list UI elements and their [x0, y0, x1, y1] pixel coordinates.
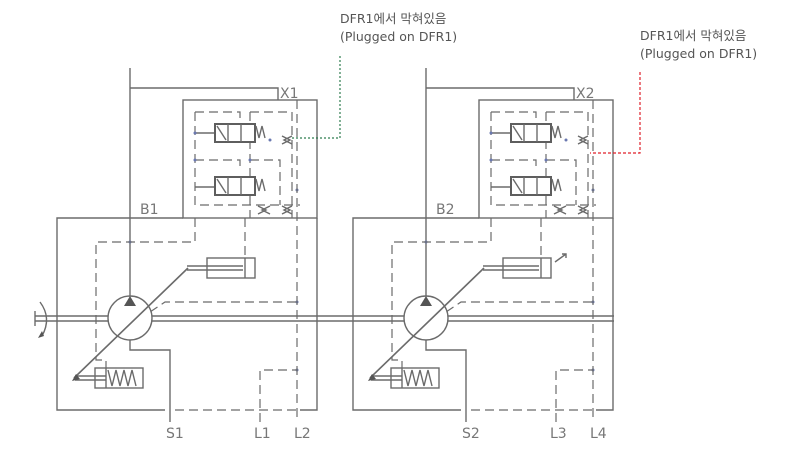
port-x2-label: X2: [576, 86, 595, 102]
pump-unit-2: [352, 67, 614, 423]
annotation-1: DFR1에서 막혀있음 (Plugged on DFR1): [340, 10, 457, 46]
port-l4-label: L4: [590, 426, 607, 442]
port-s1-label: S1: [166, 426, 184, 442]
annotation-1-english: (Plugged on DFR1): [340, 29, 458, 44]
annotation-2-leader: [590, 72, 641, 154]
annotation-2-english: (Plugged on DFR1): [640, 46, 758, 61]
port-b2-label: B2: [436, 202, 455, 218]
annotation-1-leader: [292, 56, 341, 139]
port-l1-label: L1: [254, 426, 271, 442]
annotation-2: DFR1에서 막혀있음 (Plugged on DFR1): [640, 27, 757, 63]
port-x1-label: X1: [280, 86, 299, 102]
pump-unit-1: [56, 67, 318, 423]
port-l3-label: L3: [550, 426, 567, 442]
port-s2-label: S2: [462, 426, 480, 442]
annotation-1-korean: DFR1에서 막혀있음: [340, 11, 447, 26]
drive-shaft: [34, 301, 614, 338]
port-l2-label: L2: [294, 426, 311, 442]
annotation-2-korean: DFR1에서 막혀있음: [640, 28, 747, 43]
port-b1-label: B1: [140, 202, 159, 218]
